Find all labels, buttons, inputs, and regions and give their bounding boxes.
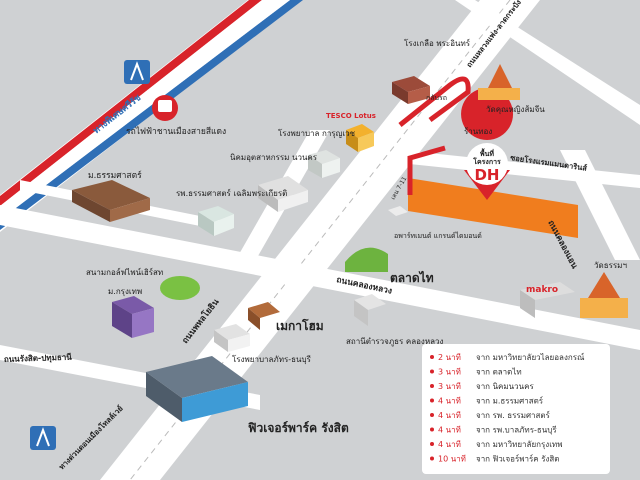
building-hospital — [198, 206, 234, 236]
legend-row: 4 นาที จาก รพ. ธรรมศาสตร์ — [430, 410, 551, 420]
label-u-turn: กลับรถ — [426, 94, 447, 102]
road-top-right — [455, 0, 640, 125]
legend-row: 4 นาที จาก รพ.บาลภัทร-ธนบุรี — [430, 426, 557, 435]
building-temple-top — [478, 64, 520, 100]
u-turn-arrow-icon-2 — [407, 145, 446, 195]
label-future-park: ฟิวเจอร์พาร์ค รังสิต — [248, 421, 349, 435]
building-police — [354, 294, 386, 326]
label-talad-thai: ตลาดไท — [390, 270, 434, 285]
label-temple-right: วัดธรรมฯ — [594, 261, 627, 270]
legend-text: จาก ม.ธรรมศาสตร์ — [476, 396, 544, 406]
legend-minutes: 3 นาที — [438, 368, 461, 377]
legend-bullet-icon — [430, 413, 434, 417]
label-tesco: TESCO Lotus — [326, 112, 376, 120]
train-icon — [152, 95, 178, 121]
building-karunvej — [308, 150, 340, 178]
building-temple-right — [580, 272, 628, 318]
expressway-top — [0, 0, 303, 232]
label-thammasat-hosp: รพ.ธรรมศาสตร์ เฉลิมพระเกียรติ — [176, 188, 287, 198]
legend-row: 4 นาที จาก มหาวิทยาลัยกรุงเทพ — [430, 440, 562, 449]
label-saltworks: โรงเกลือ พระอินทร์ — [404, 38, 471, 48]
road-hotel-soi — [400, 150, 640, 188]
building-golf — [160, 276, 200, 300]
label-karunvej: โรงพยาบาล การุญเวช — [278, 128, 356, 138]
building-tesco — [346, 124, 374, 152]
legend-minutes: 10 นาที — [438, 455, 466, 464]
label-golf: สนามกอล์ฟไพน์เฮิร์สท — [86, 267, 163, 277]
u-turn-arrow-icon — [398, 76, 471, 127]
pin-line-1: พื้นที่ — [480, 147, 494, 158]
label-mega-home: เมกาโฮม — [276, 318, 324, 333]
pin-line-2: โครงการ — [472, 157, 501, 166]
label-bhattara-hosp: โรงพยาบาลภัทร-ธนบุรี — [232, 354, 312, 364]
road-khlong-luang — [0, 205, 640, 350]
label-police: สถานีตำรวจภูธร คลองหลวง — [346, 337, 443, 347]
legend-minutes: 4 นาที — [438, 426, 461, 435]
legend-minutes: 4 นาที — [438, 397, 461, 406]
legend-bullet-icon — [430, 456, 434, 461]
highway-shield-icon-bottom — [30, 426, 56, 450]
legend-row: 3 นาที จาก นิคมนวนคร — [430, 382, 534, 391]
legend-text: จาก มหาวิทยาลัยกรุงเทพ — [476, 440, 562, 449]
label-industrial: นิคมอุตสาหกรรม นวนคร — [230, 153, 318, 162]
building-talad-thai — [345, 247, 388, 272]
building-thammasat-uni — [72, 180, 150, 222]
project-area — [408, 178, 578, 238]
building-mega-home — [248, 302, 280, 330]
building-future-park — [146, 356, 248, 422]
label-rangsit-pathum-road: ถนนรังสิต-ปทุมธานี — [4, 352, 73, 365]
legend-text: จาก มหาวิทยาลัยวไลยอลงกรณ์ — [476, 352, 585, 362]
building-industrial — [258, 176, 308, 212]
label-rantong: ร้านทอง — [464, 127, 492, 136]
label-bangkok-uni: ม.กรุงเทพ — [108, 287, 142, 296]
pin-brand: DH — [474, 166, 499, 184]
building-makro — [520, 282, 575, 318]
legend-bullet-icon — [430, 398, 434, 403]
label-apartment: อพาร์ทเมนต์ แกรนด์ไดมอนด์ — [394, 231, 482, 240]
label-train: รถไฟฟ้าชานเมืองสายสีแดง — [126, 126, 226, 137]
legend-bullet-icon — [430, 384, 434, 388]
legend-text: จาก ตลาดไท — [476, 368, 522, 377]
highway-shield-icon — [124, 60, 150, 84]
building-bangkok-uni — [112, 296, 154, 338]
legend-text: จาก ฟิวเจอร์พาร์ค รังสิต — [476, 454, 559, 464]
building-bhattara-hospital — [214, 324, 250, 352]
legend-bullet-icon — [430, 355, 434, 359]
legend-bullet-icon — [430, 442, 434, 446]
legend-minutes: 4 นาที — [438, 440, 461, 449]
legend-minutes: 2 นาที — [438, 353, 461, 362]
legend-text: จาก รพ.บาลภัทร-ธนบุรี — [476, 426, 557, 435]
legend-bullet-icon — [430, 369, 434, 374]
label-temple-top: วัดคุณหญิงส้มจีน — [486, 105, 545, 114]
building-apartment — [388, 206, 408, 216]
label-thammasat-uni: ม.ธรรมศาสตร์ — [88, 170, 142, 181]
legend-row: 4 นาที จาก ม.ธรรมศาสตร์ — [430, 396, 544, 406]
travel-time-legend: 2 นาทีจาก มหาวิทยาลัยวไลยอลงกรณ์3 นาทีจา… — [422, 344, 610, 474]
legend-text: จาก นิคมนวนคร — [476, 382, 534, 391]
legend-row: 2 นาที จาก มหาวิทยาลัยวไลยอลงกรณ์ — [430, 352, 585, 362]
legend-minutes: 3 นาที — [438, 382, 461, 391]
legend-minutes: 4 นาที — [438, 411, 461, 420]
legend-panel — [422, 344, 610, 474]
label-makro: makro — [526, 285, 558, 295]
legend-row: 10 นาที จาก ฟิวเจอร์พาร์ค รังสิต — [430, 454, 559, 464]
map-pin-icon — [461, 88, 514, 200]
legend-text: จาก รพ. ธรรมศาสตร์ — [476, 410, 551, 420]
legend-bullet-icon — [430, 427, 434, 432]
legend-row: 3 นาที จาก ตลาดไท — [430, 368, 522, 377]
building-saltworks — [392, 76, 430, 104]
